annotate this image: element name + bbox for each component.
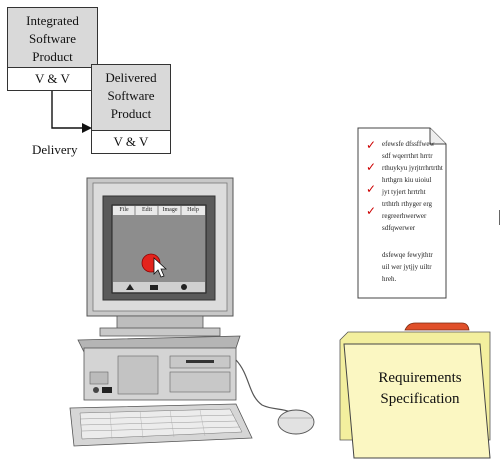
computer-monitor [86,177,234,317]
delivered-product-box: Delivered Software Product V & V [91,64,171,154]
requirements-folder [339,210,500,459]
document-line: dsfewqe fewyjthtr [382,251,433,259]
screen-menu-image: Image [162,207,178,213]
screen-menu-edit: Edit [142,207,152,213]
mouse-cursor-icon [153,257,168,278]
document-line: uil wer jytjjy uiltr [382,263,432,271]
folder-label: Requirements Specification [360,368,480,410]
folder-label-line2: Specification [380,391,460,407]
document-line: trthtrh rthyger erg [382,200,433,208]
check-icon: ✓ [366,160,377,174]
document-line: efewsfe dfssffwew [382,140,435,148]
integrated-product-box: Integrated Software Product V & V [7,7,98,91]
delivered-title-line1: Delivered [105,70,157,85]
document-line: hrthgrn kiu uioiul [382,176,432,184]
screen-menu-help: Help [187,207,199,213]
document-line: rthuykyu jyrjtrrhrtrtht [382,164,443,172]
document-line: sdf wqerrthrt hrrtr [382,152,433,160]
screen-menu-file: File [119,207,129,213]
delivered-vv-label: V & V [92,130,170,153]
check-icon: ✓ [366,204,377,218]
document-line: regreerhwerwer [382,212,427,220]
delivery-label: Delivery [32,142,78,157]
delivered-title-line2: Software [107,88,155,103]
delivered-title-line3: Product [110,106,152,121]
delivery-arrow [51,91,92,133]
requirements-document [357,127,447,299]
check-icon: ✓ [366,138,377,152]
document-line: hreh. [382,275,397,283]
document-line: sdfqwerwer [382,224,416,232]
integrated-title-line1: Integrated [26,13,79,28]
system-unit [77,335,241,401]
folder-label-line1: Requirements [378,370,462,386]
integrated-title-line2: Software [29,31,76,46]
monitor-stand [99,315,221,337]
integrated-vv-label: V & V [8,67,97,90]
keyboard [69,403,253,447]
check-icon: ✓ [366,182,377,196]
document-line: jyt tyjert hrrtrht [382,188,426,196]
integrated-title-line3: Product [32,49,73,64]
mouse [235,359,315,435]
